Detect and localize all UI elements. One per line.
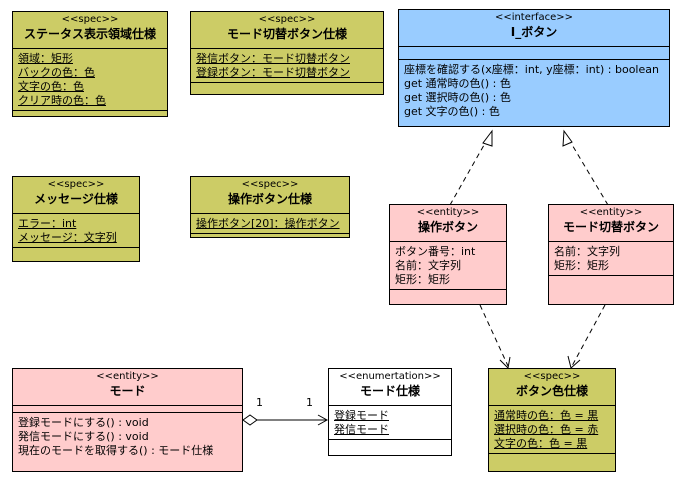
operation-button-spec-class[interactable]: <<spec>> 操作ボタン仕様 操作ボタン[20]：操作ボタン [190,176,350,238]
realization-arrowhead-right [562,129,573,147]
multiplicity-target: 1 [306,396,313,409]
aggregation-diamond [242,414,258,426]
operation: get 通常時の色() : 色 [404,77,511,90]
enum-literal: 発信モード [334,423,389,436]
realization-mode-switch-button [567,137,609,206]
button-color-spec-class[interactable]: <<spec>> ボタン色仕様 通常時の色：色 = 黒 選択時の色：色 = 赤 … [488,368,616,472]
class-name: 操作ボタン仕様 [227,192,312,206]
enum-literal: 登録モード [334,409,389,422]
class-stereotype: <<enumertation>> [339,371,441,382]
operation-section [489,453,615,460]
dependency-mode-switch-button [571,304,606,367]
attribute: 領域：矩形 [18,52,73,65]
attribute: 操作ボタン[20]：操作ボタン [196,217,340,230]
attribute: 登録ボタン：モード切替ボタン [196,66,350,79]
attribute: クリア時の色：色 [18,94,106,107]
dependency-operation-button [479,304,509,367]
mode-entity[interactable]: <<entity>> モード 登録モードにする() : void 発信モードにす… [12,368,243,472]
attribute: 文字の色：色 = 黒 [494,437,588,450]
class-stereotype: <<spec>> [61,14,119,25]
attribute: エラー：int [18,217,77,230]
message-spec-class[interactable]: <<spec>> メッセージ仕様 エラー：int メッセージ：文字列 [12,176,140,262]
attribute-section: 領域：矩形 バックの色：色 文字の色：色 クリア時の色：色 [13,48,167,110]
mode-switch-button-spec-class[interactable]: <<spec>> モード切替ボタン仕様 発信ボタン：モード切替ボタン 登録ボタン… [190,11,384,95]
attribute: 発信ボタン：モード切替ボタン [196,52,350,65]
operation-section [390,289,506,296]
class-name: モード切替ボタン [562,220,659,234]
realization-operation-button [449,137,489,206]
class-stereotype: <<entity>> [416,207,480,218]
class-name: ボタン色仕様 [515,384,588,398]
class-stereotype: <<entity>> [96,371,159,382]
class-name: モード [109,384,146,398]
operation: 現在のモードを取得する() : モード仕様 [18,444,214,457]
class-stereotype: <<spec>> [241,179,299,190]
attribute-section [399,46,669,59]
class-stereotype: <<spec>> [258,14,316,25]
attribute-section: ボタン番号：int 名前：文字列 矩形：矩形 [390,241,506,289]
class-name: I_ボタン [510,25,558,39]
attribute: 矩形：矩形 [395,273,450,286]
attribute: 名前：文字列 [395,259,461,272]
operation: get 選択時の色() : 色 [404,91,511,104]
attribute: 選択時の色：色 = 赤 [494,423,599,436]
operation-section [13,247,139,254]
class-name: ステータス表示領域仕様 [23,27,156,41]
attribute: 通常時の色：色 = 黒 [494,409,599,422]
mode-spec-enumeration[interactable]: <<enumertation>> モード仕様 登録モード 発信モード [328,368,452,456]
operation-section [549,275,673,282]
i-button-interface[interactable]: <<interface>> I_ボタン 座標を確認する(x座標：int, y座標… [398,9,670,127]
realization-arrowhead-left [482,129,493,147]
operation: 座標を確認する(x座標：int, y座標：int) : boolean [404,63,659,76]
operation-section [191,233,349,240]
attribute-section: 名前：文字列 矩形：矩形 [549,241,673,275]
class-stereotype: <<entity>> [579,207,643,218]
attribute-section: 操作ボタン[20]：操作ボタン [191,213,349,233]
operation-section: 登録モードにする() : void 発信モードにする() : void 現在のモ… [13,412,242,460]
class-stereotype: <<spec>> [47,179,105,190]
class-name: 操作ボタン [417,220,478,234]
attribute: 名前：文字列 [554,245,620,258]
attribute-section: エラー：int メッセージ：文字列 [13,213,139,247]
operation: get 文字の色() : 色 [404,105,500,118]
mode-switch-button-entity[interactable]: <<entity>> モード切替ボタン 名前：文字列 矩形：矩形 [548,204,674,305]
operation-section [329,439,451,446]
operation-section [191,82,383,89]
operation: 発信モードにする() : void [18,430,149,443]
class-name: メッセージ仕様 [34,192,118,206]
attribute-section [13,405,242,412]
attribute-section: 発信ボタン：モード切替ボタン 登録ボタン：モード切替ボタン [191,48,383,82]
attribute: 文字の色：色 [18,80,84,93]
status-area-spec-class[interactable]: <<spec>> ステータス表示領域仕様 領域：矩形 バックの色：色 文字の色：… [12,11,168,117]
operation-button-entity[interactable]: <<entity>> 操作ボタン ボタン番号：int 名前：文字列 矩形：矩形 [389,204,507,305]
attribute: 矩形：矩形 [554,259,609,272]
attribute: ボタン番号：int [395,245,476,258]
class-stereotype: <<spec>> [523,371,581,382]
class-name: モード仕様 [359,384,420,398]
aggregation-arrowhead [317,414,329,426]
class-stereotype: <<interface>> [494,12,574,23]
multiplicity-source: 1 [256,396,263,409]
attribute: メッセージ：文字列 [18,231,117,244]
operation-section [13,110,167,117]
operation-section: 座標を確認する(x座標：int, y座標：int) : boolean get … [399,59,669,121]
attribute: バックの色：色 [18,66,95,79]
class-name: モード切替ボタン仕様 [226,27,347,41]
operation: 登録モードにする() : void [18,416,149,429]
attribute-section: 通常時の色：色 = 黒 選択時の色：色 = 赤 文字の色：色 = 黒 [489,405,615,453]
literal-section: 登録モード 発信モード [329,405,451,439]
